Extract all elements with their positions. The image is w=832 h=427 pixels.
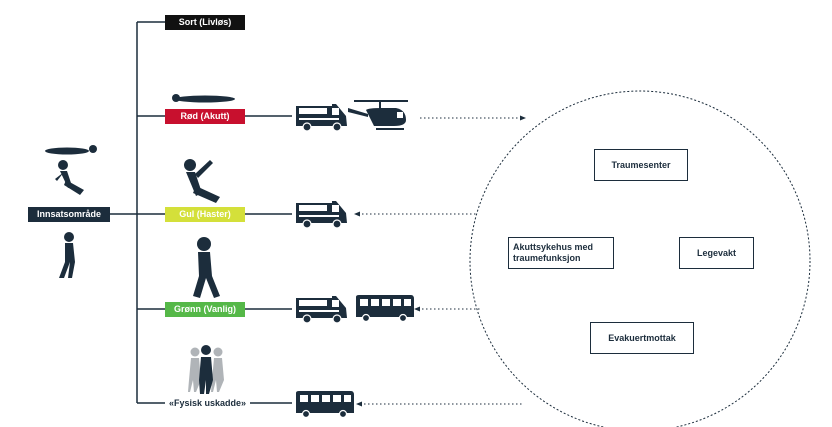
category-red-label: Rød (Akutt) <box>165 109 245 124</box>
category-uninjured-label: «Fysisk uskadde» <box>165 396 250 411</box>
helicopter-icon <box>348 100 408 130</box>
category-yellow-label: Gul (Haster) <box>165 207 245 222</box>
destination-evacuee-reception: Evakuertmottak <box>590 322 694 354</box>
group-people-icon <box>188 345 224 394</box>
ambulance-icon <box>296 296 347 324</box>
category-black-label: Sort (Livløs) <box>165 15 245 30</box>
destination-evacuee-reception-label: Evakuertmottak <box>608 332 676 343</box>
ambulance-icon <box>296 104 347 132</box>
category-green-label: Grønn (Vanlig) <box>165 302 245 317</box>
bus-icon <box>296 391 354 419</box>
walking-person-icon <box>59 232 75 278</box>
destination-trauma-center: Traumesenter <box>594 149 688 181</box>
destination-acute-hospital-label: Akuttsykehus med traumefunksjon <box>513 242 594 263</box>
destination-emergency-clinic: Legevakt <box>679 237 754 269</box>
bus-icon <box>356 295 414 323</box>
lying-person-icon <box>45 145 97 155</box>
sitting-injured-icon <box>184 159 220 203</box>
tree-connectors <box>110 21 292 404</box>
destination-acute-hospital: Akuttsykehus med traumefunksjon <box>508 237 614 269</box>
destination-circle <box>469 90 811 427</box>
walking-injured-icon <box>193 237 220 298</box>
flow-lines <box>358 117 522 405</box>
destination-emergency-clinic-label: Legevakt <box>696 247 737 258</box>
sitting-person-icon <box>55 160 84 195</box>
ambulance-icon <box>296 201 347 229</box>
area-label: Innsatsområde <box>28 207 110 222</box>
deceased-lying-icon <box>172 94 235 103</box>
destination-trauma-center-label: Traumesenter <box>611 159 671 170</box>
flow-arrowheads <box>354 115 526 407</box>
